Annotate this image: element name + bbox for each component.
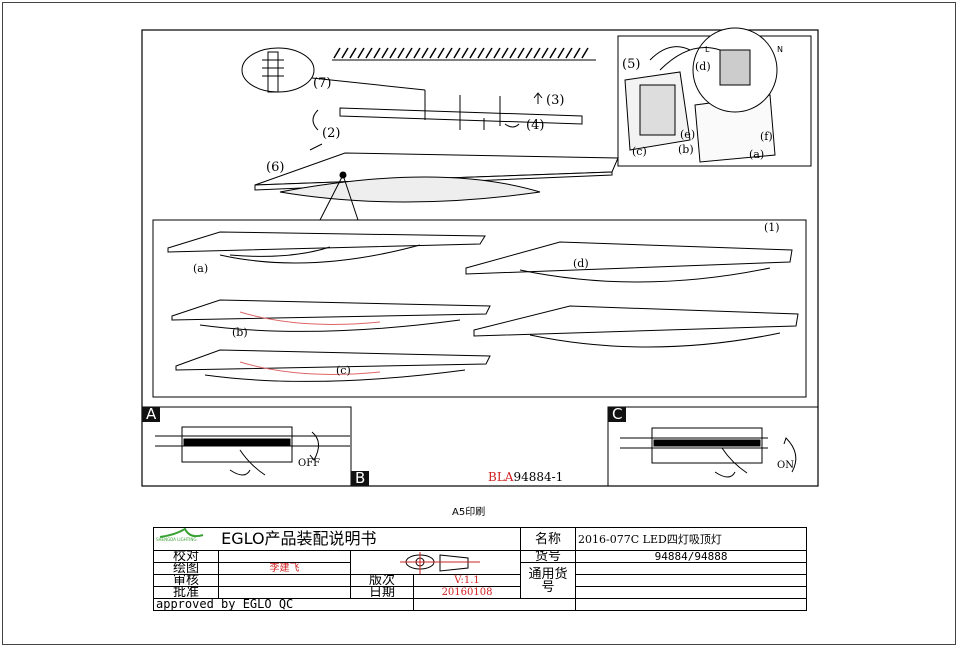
callout-d-wiring: (d) <box>695 60 711 73</box>
breaker-on <box>620 427 797 478</box>
callout-b-wiring: (b) <box>678 143 694 156</box>
drawing-frame <box>141 29 819 487</box>
title-block: SHENGDA LIGHTING EGLO产品装配说明书 名称 2016-077… <box>152 527 808 611</box>
callout-a: (a) <box>193 262 209 275</box>
drawn-label: 绘图 <box>153 562 219 575</box>
callout-b: (b) <box>232 326 248 339</box>
callout-c: (c) <box>336 364 351 377</box>
callout-step-6: (6) <box>266 160 285 175</box>
callout-step-4: (4) <box>526 118 545 133</box>
off-label: OFF <box>298 458 321 469</box>
callout-e: (e) <box>680 128 696 141</box>
callout-step-2: (2) <box>322 126 341 141</box>
junction-box <box>624 27 778 163</box>
callout-step-3: (3) <box>546 93 565 108</box>
panel-b-label: B <box>351 471 370 486</box>
terminal-L: L <box>705 45 710 54</box>
ceiling-fixture-main <box>254 152 619 221</box>
panel-a-label: A <box>142 407 161 422</box>
drawn-value: 李建飞 <box>218 562 351 575</box>
callout-d: (d) <box>573 257 589 270</box>
ceiling-hatch <box>332 47 596 61</box>
detail-step-c <box>175 349 491 382</box>
date-value: 20160108 <box>412 586 522 599</box>
approved-text: approved by EGLO QC <box>153 598 414 611</box>
mounting-bracket <box>312 90 583 131</box>
item-no-label: 货号 <box>520 550 577 563</box>
detail-assembled <box>473 305 799 348</box>
drawing-code: BLA94884-1 <box>488 470 564 484</box>
panel-a-frame <box>141 406 352 487</box>
panel-c-label: C <box>608 407 627 422</box>
approve-label: 批准 <box>153 586 219 599</box>
on-label: ON <box>777 460 794 471</box>
document-title: EGLO产品装配说明书 <box>221 529 377 548</box>
callout-c-wiring: (c) <box>632 145 647 158</box>
logo-text: SHENGDA LIGHTING <box>156 537 197 542</box>
callout-a-wiring: (a) <box>749 148 765 161</box>
detail-step-a <box>167 231 486 264</box>
version-value: V:1.1 <box>412 574 522 587</box>
callout-step-7: (7) <box>313 76 332 91</box>
callout-step-5: (5) <box>622 57 641 72</box>
terminal-N: N <box>777 45 783 54</box>
print-note: A5印刷 <box>452 507 486 518</box>
detail-step-b <box>171 299 491 332</box>
callout-step-1: (1) <box>764 221 780 234</box>
general-item-label: 通用货号 <box>520 562 577 599</box>
date-label: 日期 <box>350 586 414 599</box>
callout-f: (f) <box>760 130 773 143</box>
detail-box-1 <box>152 219 807 398</box>
detail-step-d <box>465 241 793 283</box>
breaker-off <box>155 426 350 476</box>
item-no-value: 94884/94888 <box>575 550 808 563</box>
version-label: 版次 <box>350 574 414 587</box>
name-value: 2016-077C LED四灯吸顶灯 <box>575 527 808 551</box>
panel-c-frame <box>607 406 819 487</box>
name-label: 名称 <box>520 527 577 551</box>
check-label: 校对 <box>153 550 219 563</box>
review-label: 审核 <box>153 574 219 587</box>
